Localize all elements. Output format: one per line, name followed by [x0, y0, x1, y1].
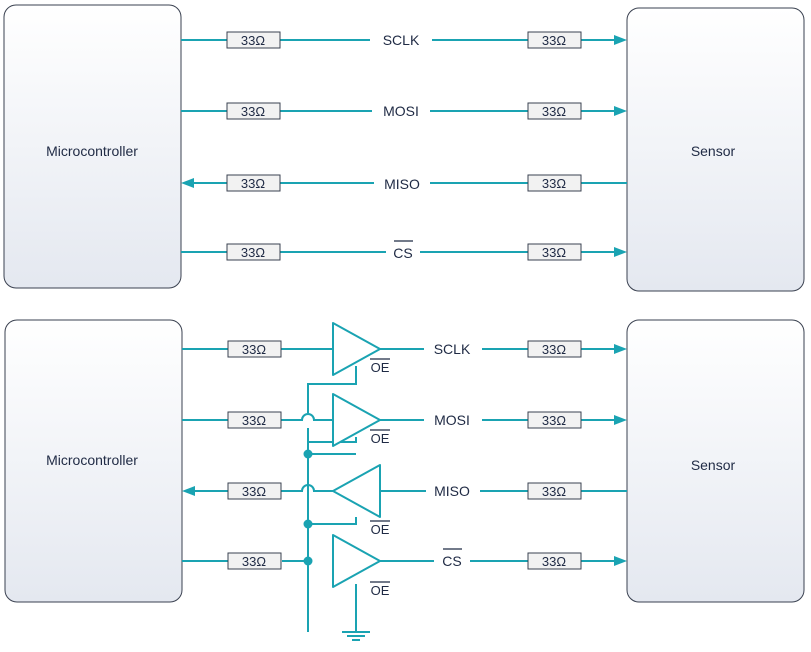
- resistor: [527, 482, 582, 500]
- top-microcontroller-box: [3, 4, 182, 289]
- oe-label: OE: [371, 583, 390, 598]
- resistor-label: 33Ω: [542, 413, 566, 428]
- top-signal-mosi: 33Ω 33Ω MOSI: [181, 101, 627, 121]
- enable-bus: [282, 366, 357, 632]
- signal-label: CS: [442, 553, 461, 569]
- top-sensor-box: [626, 7, 805, 292]
- signal-label: MOSI: [383, 103, 419, 119]
- signal-label: CS: [393, 245, 412, 261]
- resistor-label: 33Ω: [242, 554, 266, 569]
- resistor-label: 33Ω: [542, 33, 566, 48]
- oe-label: OE: [371, 522, 390, 537]
- arrow-right-icon: [614, 344, 627, 354]
- arrow-left-icon: [181, 178, 194, 188]
- bottom-signal-cs: OE 33Ω 33Ω CS: [182, 534, 627, 598]
- top-signal-cs: 33Ω 33Ω CS: [181, 238, 627, 262]
- top-signal-sclk: 33Ω 33Ω SCLK: [181, 30, 627, 50]
- resistor-label: 33Ω: [542, 484, 566, 499]
- resistor: [226, 174, 281, 192]
- ground-icon: [342, 631, 370, 641]
- resistor-label: 33Ω: [241, 33, 265, 48]
- bottom-sensor-label: Sensor: [691, 457, 736, 473]
- buffer-triangle-icon: [332, 393, 381, 447]
- resistor: [227, 411, 282, 429]
- arrow-right-icon: [614, 415, 627, 425]
- signal-label: SCLK: [383, 32, 420, 48]
- junction-dot: [303, 556, 313, 566]
- resistor-label: 33Ω: [542, 176, 566, 191]
- bottom-signal-mosi: OE 33Ω 33Ω MOSI: [182, 393, 627, 447]
- resistor: [527, 411, 582, 429]
- resistor: [527, 102, 582, 120]
- buffer-triangle-icon: [332, 534, 381, 588]
- resistor: [226, 102, 281, 120]
- buffer-triangle-icon: [332, 464, 381, 518]
- signal-label: MISO: [434, 483, 470, 499]
- top-signal-miso: 33Ω 33Ω MISO: [181, 174, 627, 194]
- resistor: [527, 31, 582, 49]
- bottom-microcontroller-label: Microcontroller: [46, 452, 138, 468]
- resistor: [527, 174, 582, 192]
- resistor: [226, 243, 281, 261]
- arrow-left-icon: [182, 486, 195, 496]
- resistor-label: 33Ω: [242, 342, 266, 357]
- arrow-right-icon: [614, 247, 627, 257]
- signal-label: MOSI: [434, 412, 470, 428]
- resistor: [226, 31, 281, 49]
- arrow-right-icon: [614, 35, 627, 45]
- oe-label: OE: [371, 431, 390, 446]
- resistor: [227, 552, 282, 570]
- top-microcontroller-label: Microcontroller: [46, 143, 138, 159]
- resistor-label: 33Ω: [542, 342, 566, 357]
- resistor: [527, 243, 582, 261]
- arrow-right-icon: [614, 106, 627, 116]
- bottom-diagram: Microcontroller Sensor OE: [4, 319, 805, 641]
- resistor-label: 33Ω: [542, 554, 566, 569]
- resistor-label: 33Ω: [241, 176, 265, 191]
- signal-label: MISO: [384, 176, 420, 192]
- bottom-microcontroller-box: [4, 319, 183, 603]
- resistor: [527, 340, 582, 358]
- bottom-sensor-box: [626, 319, 805, 603]
- junction-dot: [303, 519, 313, 529]
- top-sensor-label: Sensor: [691, 143, 736, 159]
- resistor: [527, 552, 582, 570]
- resistor: [227, 482, 282, 500]
- bottom-signal-sclk: OE 33Ω 33Ω SCLK: [182, 322, 627, 376]
- resistor-label: 33Ω: [542, 104, 566, 119]
- bottom-signal-miso: OE 33Ω 33Ω MISO: [182, 464, 627, 537]
- resistor: [227, 340, 282, 358]
- resistor-label: 33Ω: [242, 484, 266, 499]
- resistor-label: 33Ω: [542, 245, 566, 260]
- arrow-right-icon: [614, 556, 627, 566]
- signal-label: SCLK: [434, 341, 471, 357]
- resistor-label: 33Ω: [241, 104, 265, 119]
- resistor-label: 33Ω: [242, 413, 266, 428]
- resistor-label: 33Ω: [241, 245, 265, 260]
- junction-dot: [303, 449, 313, 459]
- buffer-triangle-icon: [332, 322, 381, 376]
- oe-label: OE: [371, 360, 390, 375]
- top-diagram: Microcontroller Sensor 33Ω 33Ω SCLK 33Ω …: [3, 4, 805, 292]
